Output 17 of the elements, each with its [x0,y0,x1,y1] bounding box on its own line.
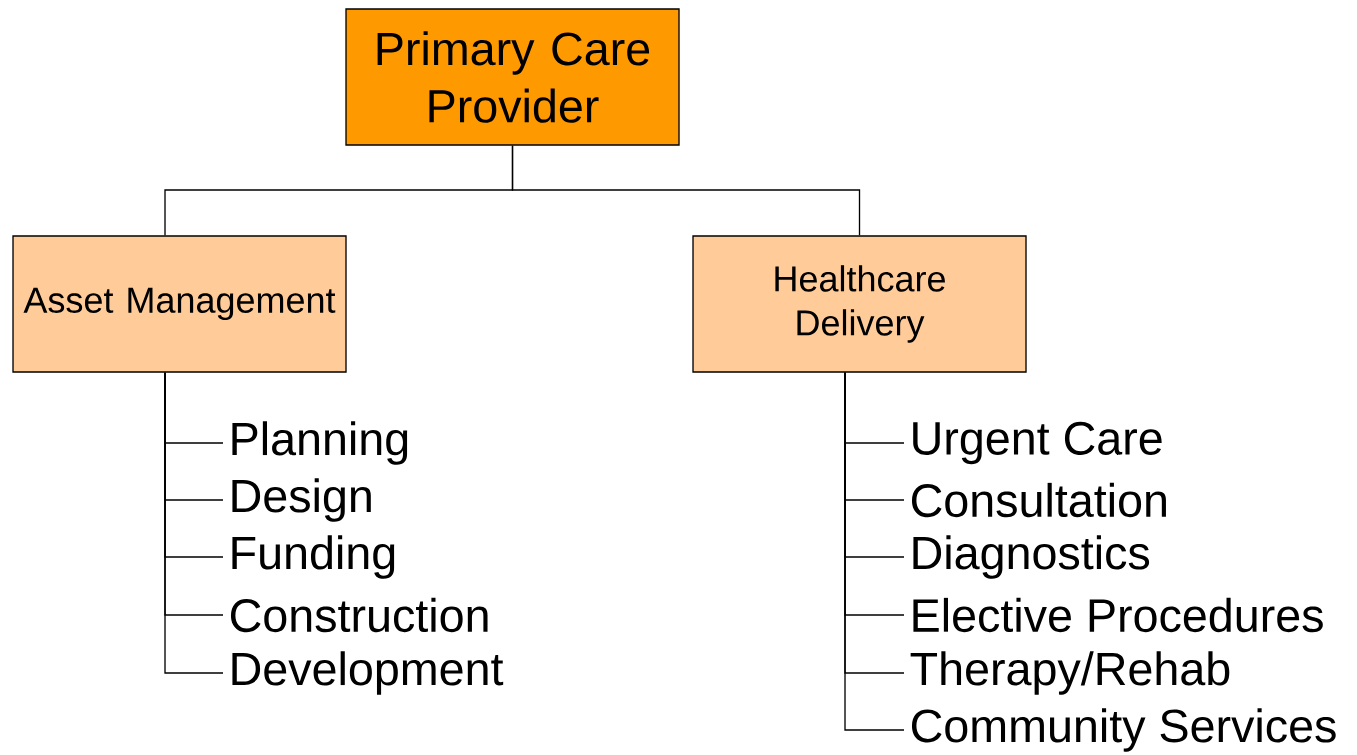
item-label: Urgent Care [913,421,1162,465]
item-label: Design [232,478,371,522]
department-box: Asset Management [12,235,347,373]
item-label: Construction [230,597,488,633]
item-label: Consultation [911,482,1166,518]
item-label: Development [232,651,504,695]
connector-line [164,372,224,674]
item-label: Elective Procedures [913,597,1323,633]
connector-line [844,372,905,731]
item-label: Therapy/Rehab [910,651,1230,695]
connector-line [511,145,861,236]
item-label: Community Services [911,708,1336,752]
item-label: Planning [232,421,408,465]
item-label: Diagnostics [913,535,1150,579]
item-label: Funding [232,535,395,579]
department-box: Healthcare Delivery [692,235,1027,373]
root-box: Primary Care Provider [345,8,680,146]
